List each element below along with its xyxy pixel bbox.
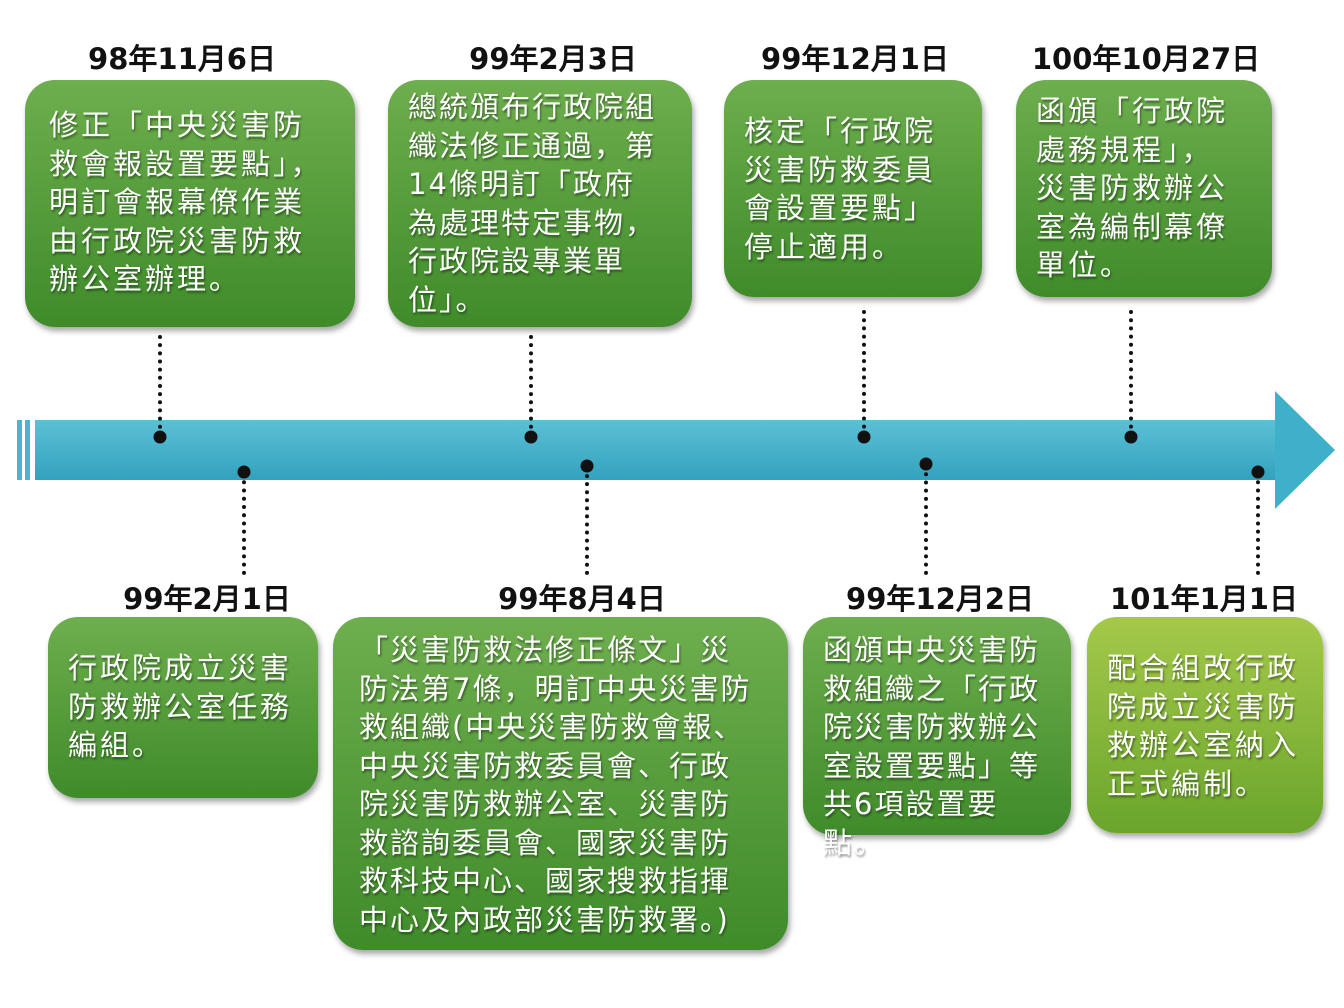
connector-line — [862, 310, 866, 437]
event-date: 99年12月2日 — [846, 582, 1034, 616]
arrow-tail-stripe — [17, 420, 22, 480]
connector-line — [924, 464, 928, 575]
event-box: 總統頒布行政院組 織法修正通過，第 14條明訂「政府 為處理特定事物， 行政院設… — [388, 80, 692, 327]
timeline-dot — [524, 430, 538, 444]
arrow-tail-stripe — [25, 420, 30, 480]
event-box: 行政院成立災害 防救辦公室任務 編組。 — [48, 617, 318, 798]
event-box: 配合組改行政 院成立災害防 救辦公室納入 正式編制。 — [1087, 617, 1323, 833]
event-date: 99年2月1日 — [123, 582, 291, 616]
connector-line — [529, 335, 533, 437]
connector-line — [158, 335, 162, 437]
event-box: 核定「行政院 災害防救委員 會設置要點」 停止適用。 — [724, 80, 982, 297]
arrow-shaft — [35, 420, 1280, 480]
timeline-dot — [1124, 430, 1138, 444]
event-date: 99年12月1日 — [761, 42, 949, 76]
event-date: 99年8月4日 — [498, 582, 666, 616]
connector-line — [242, 472, 246, 575]
event-box: 函頒「行政院 處務規程」， 災害防救辦公 室為編制幕僚 單位。 — [1016, 80, 1272, 297]
event-date: 100年10月27日 — [1031, 42, 1261, 76]
connector-line — [1256, 472, 1260, 575]
event-date: 101年1月1日 — [1110, 582, 1298, 616]
event-box: 修正「中央災害防 救會報設置要點」， 明訂會報幕僚作業 由行政院災害防救 辦公室… — [25, 80, 355, 327]
connector-line — [1129, 310, 1133, 437]
arrow-head — [1275, 391, 1335, 509]
event-date: 99年2月3日 — [469, 42, 637, 76]
event-date: 98年11月6日 — [88, 42, 276, 76]
event-box: 函頒中央災害防 救組織之「行政 院災害防救辦公 室設置要點」等 共6項設置要點。 — [803, 617, 1071, 860]
timeline-dot — [857, 430, 871, 444]
timeline-dot — [153, 430, 167, 444]
event-box: 「災害防救法修正條文」災 防法第7條，明訂中央災害防 救組織(中央災害防救會報、… — [333, 617, 788, 950]
connector-line — [585, 466, 589, 575]
